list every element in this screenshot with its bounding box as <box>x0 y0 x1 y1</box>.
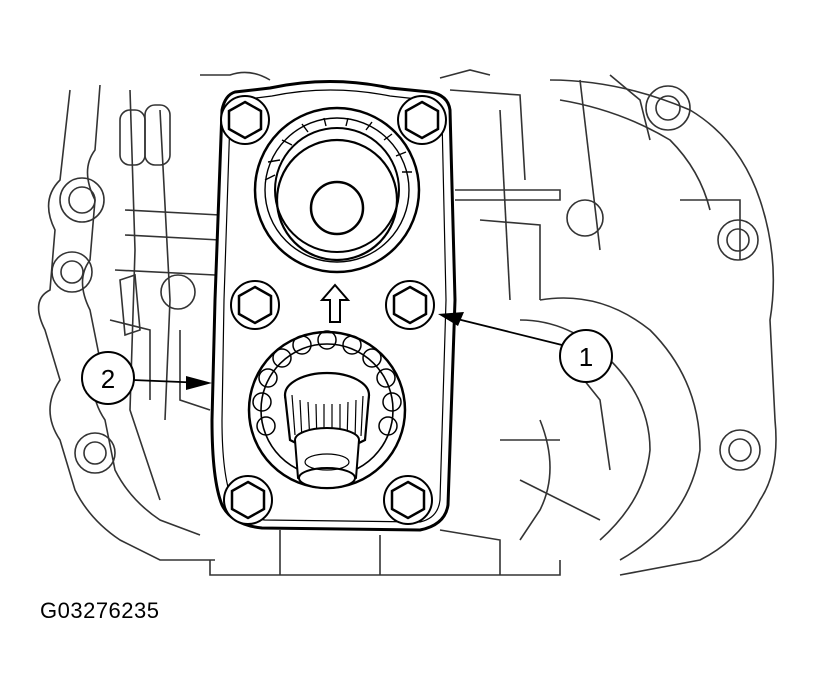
bolt-mid-right <box>385 280 435 330</box>
callout-1-arrowhead <box>438 312 464 326</box>
callout-2-number: 2 <box>101 364 115 394</box>
upper-bearing <box>253 106 421 274</box>
transmission-case <box>37 69 777 576</box>
callout-2-circle <box>81 351 135 405</box>
lower-bearing <box>247 330 407 490</box>
callout-2-arrowhead <box>186 376 212 390</box>
callout-2: 2 <box>81 351 212 405</box>
bolt-bottom-left <box>223 475 273 525</box>
callout-1: 1 <box>438 312 613 383</box>
callout-1-number: 1 <box>579 342 593 372</box>
bolt-mid-left <box>230 280 280 330</box>
callout-1-circle <box>559 329 613 383</box>
figure-id: G03276235 <box>40 598 160 623</box>
bolt-bottom-right <box>383 475 433 525</box>
cover-bolts <box>220 95 447 525</box>
bolt-top-right <box>397 95 447 145</box>
bolt-top-left <box>220 95 270 145</box>
up-arrow-icon <box>319 283 351 323</box>
